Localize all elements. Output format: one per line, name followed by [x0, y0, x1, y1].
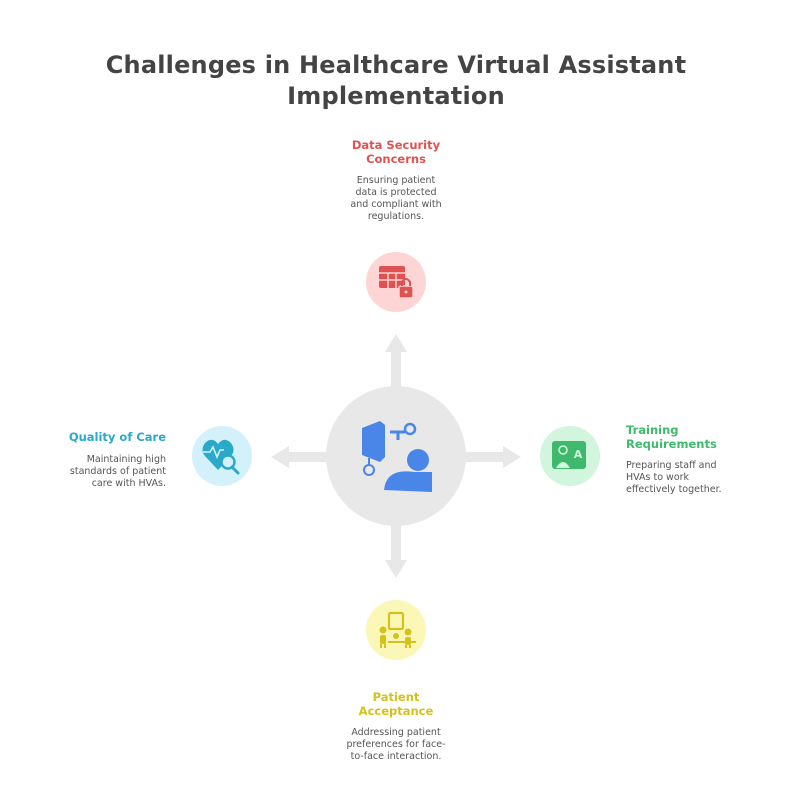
training-requirements-label: Training Requirements: [626, 423, 776, 451]
desc-line: effectively together.: [626, 484, 722, 495]
arrow-up: [385, 334, 407, 392]
label-line: Data Security: [351, 138, 441, 152]
desc-line: Addressing patient: [351, 727, 441, 738]
desc-line: Preparing staff and: [626, 460, 717, 471]
arrow-down: [385, 520, 407, 578]
desc-line: Ensuring patient: [356, 175, 436, 186]
desc-line: Maintaining high: [86, 454, 166, 465]
heart-search-icon: [202, 439, 240, 475]
title-line-2: Implementation: [287, 82, 505, 110]
desc-line: to-face interaction.: [350, 751, 442, 762]
label-line: Requirements: [626, 437, 717, 451]
arrow-right: [466, 446, 521, 468]
arrow-left: [271, 446, 326, 468]
doctor-virtual-assistant-icon: [362, 421, 432, 492]
desc-line: regulations.: [367, 211, 425, 222]
center-hub: [326, 386, 466, 526]
patient-acceptance-label: Patient Acceptance: [316, 690, 476, 718]
quality-of-care-label: Quality of Care: [16, 430, 166, 444]
title-line-1: Challenges in Healthcare Virtual Assista…: [105, 51, 687, 79]
label-line: Acceptance: [358, 704, 434, 718]
family-portrait-icon: [379, 611, 416, 648]
training-board-icon: A: [552, 441, 586, 469]
quality-of-care-description: Maintaining high standards of patient ca…: [16, 454, 166, 490]
desc-line: standards of patient: [69, 466, 166, 477]
desc-line: HVAs to work: [626, 472, 690, 483]
desc-line: preferences for face-: [346, 739, 446, 750]
spreadsheet-lock-icon: [379, 266, 414, 299]
svg-text:A: A: [574, 448, 583, 461]
label-line: Quality of Care: [68, 430, 166, 444]
connector-arrows: [271, 334, 521, 578]
label-line: Patient: [372, 690, 420, 704]
desc-line: care with HVAs.: [91, 478, 166, 489]
page-title: Challenges in Healthcare Virtual Assista…: [0, 50, 792, 112]
patient-acceptance-description: Addressing patient preferences for face-…: [316, 727, 476, 763]
training-requirements-description: Preparing staff and HVAs to work effecti…: [626, 460, 776, 496]
data-security-description: Ensuring patient data is protected and c…: [316, 175, 476, 223]
label-line: Training: [626, 423, 679, 437]
label-line: Concerns: [366, 152, 426, 166]
desc-line: data is protected: [355, 187, 437, 198]
data-security-label: Data Security Concerns: [316, 138, 476, 166]
desc-line: and compliant with: [350, 199, 442, 210]
